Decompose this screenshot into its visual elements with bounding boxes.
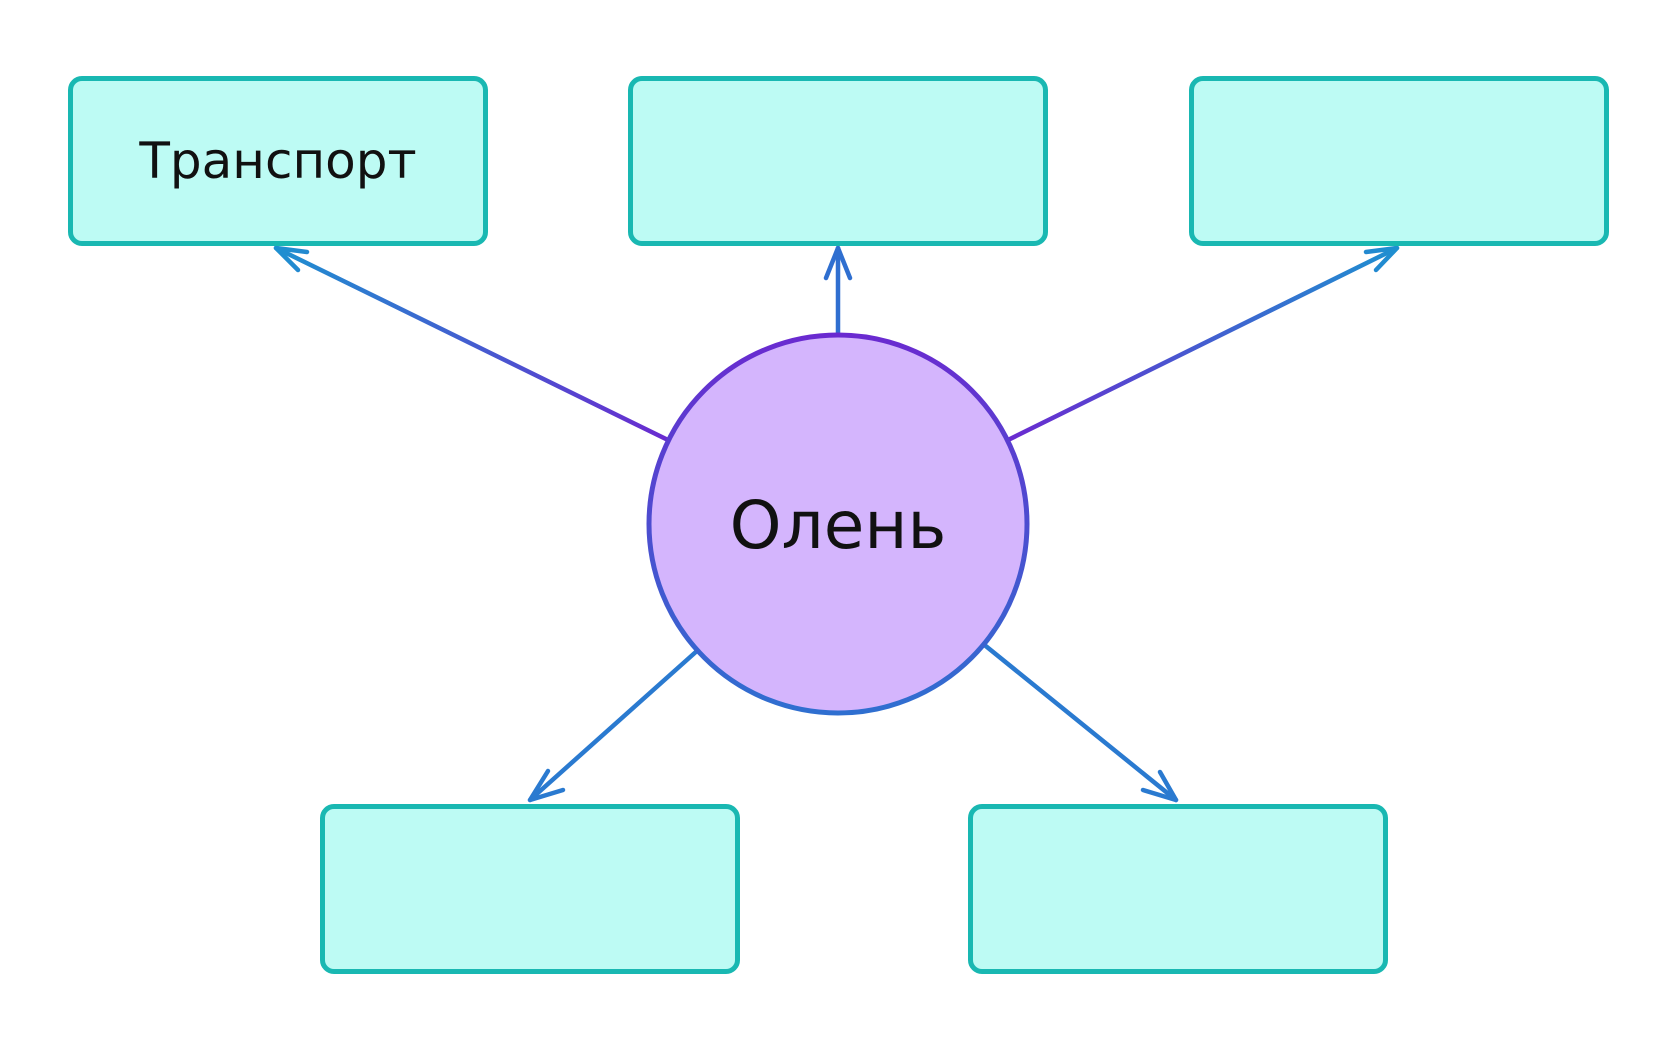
arrow-to-top-center-box xyxy=(823,245,853,336)
node-box-bottom-right xyxy=(968,804,1388,974)
arrow-to-top-right-box xyxy=(1005,245,1400,443)
arrow-to-top-left-box xyxy=(273,245,671,443)
node-box-bottom-left xyxy=(320,804,740,974)
node-box-label: Транспорт xyxy=(139,132,417,190)
node-box-top-center xyxy=(628,76,1048,246)
node-box-top-left: Транспорт xyxy=(68,76,488,246)
arrow-to-bottom-left-box xyxy=(527,647,701,803)
center-node-circle xyxy=(646,332,1030,716)
node-box-top-right xyxy=(1189,76,1609,246)
arrow-to-bottom-right-box xyxy=(979,640,1179,803)
center-node-label: Олень xyxy=(729,486,947,564)
